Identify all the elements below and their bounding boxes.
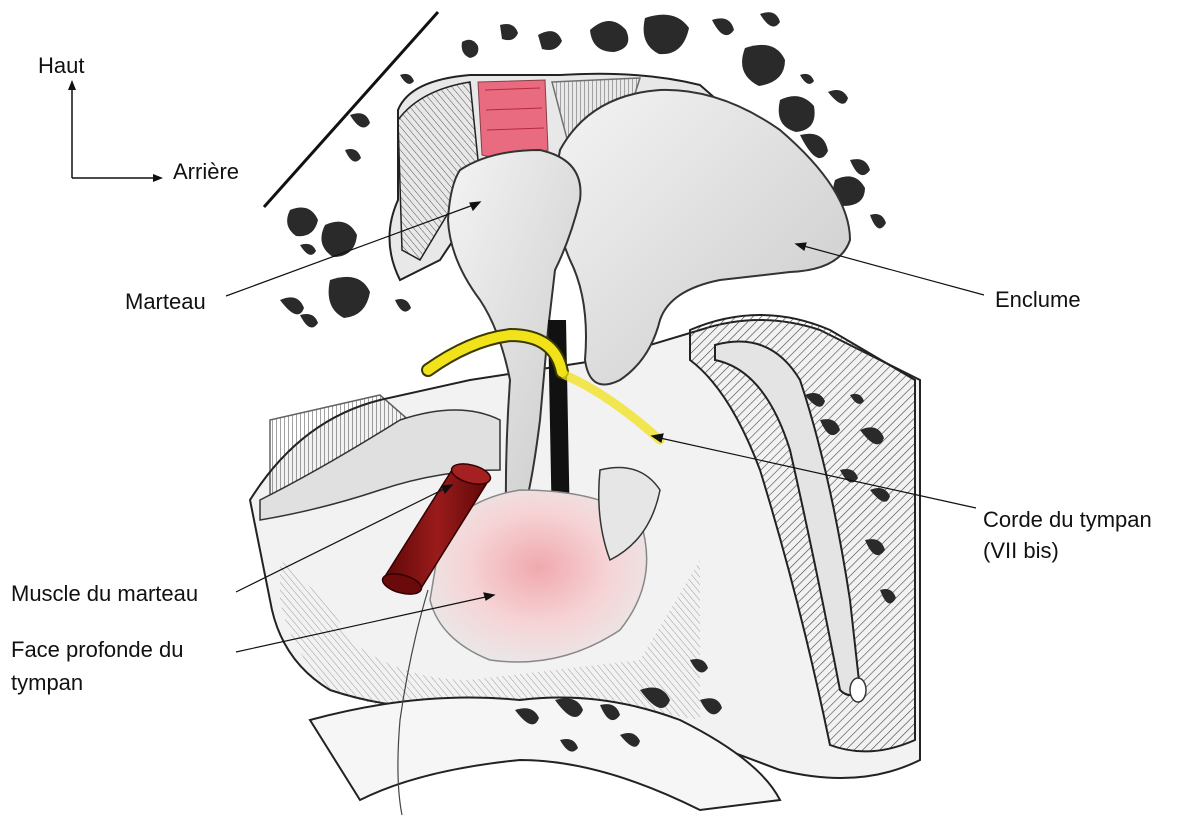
corde-tympan-label: Corde du tympan bbox=[983, 506, 1152, 534]
orientation-back-label: Arrière bbox=[173, 158, 239, 186]
face-profonde-label-line2: tympan bbox=[11, 669, 83, 697]
superior-malleus-ligament bbox=[478, 80, 548, 159]
leader-enclume bbox=[800, 245, 984, 295]
orientation-arrows bbox=[68, 80, 163, 182]
corde-tympan-sublabel: (VII bis) bbox=[983, 537, 1059, 565]
orientation-up-label: Haut bbox=[38, 52, 84, 80]
muscle-marteau-label: Muscle du marteau bbox=[11, 580, 198, 608]
face-profonde-label: Face profonde du bbox=[11, 636, 183, 664]
arrow-right-icon bbox=[153, 174, 163, 182]
enclume-label: Enclume bbox=[995, 286, 1081, 314]
arrow-up-icon bbox=[68, 80, 76, 90]
marteau-label: Marteau bbox=[125, 288, 206, 316]
